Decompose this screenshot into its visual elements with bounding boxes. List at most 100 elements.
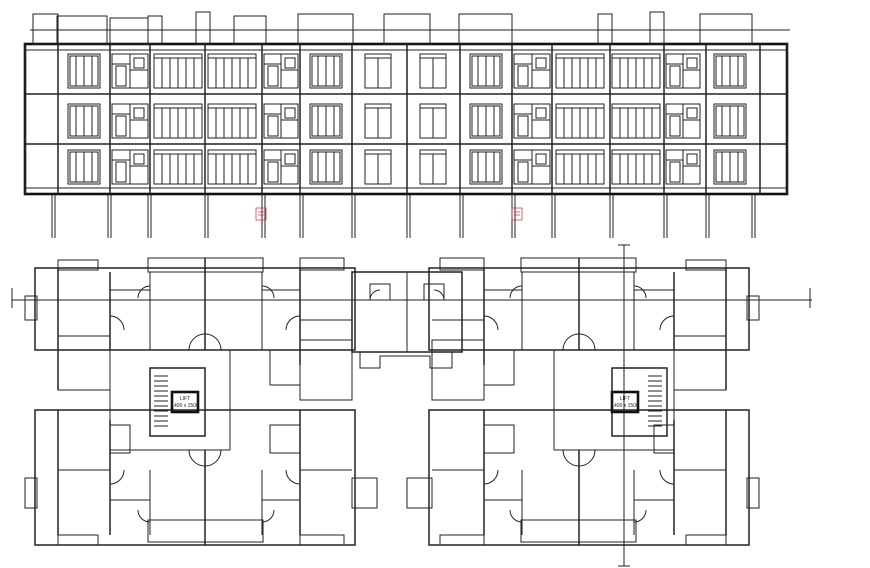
- door-swing: [633, 285, 647, 299]
- building-elevation: [23, 11, 790, 238]
- balcony: [299, 257, 345, 271]
- door-swing: [188, 333, 222, 351]
- window-frame: [469, 53, 503, 89]
- door-swing: [188, 449, 222, 467]
- elevation-bays: [24, 44, 788, 194]
- roof-structure: [109, 17, 149, 45]
- door-swing: [509, 285, 523, 299]
- apartment-unit-upper: [428, 267, 750, 351]
- window-frame: [309, 103, 343, 139]
- window-frame: [713, 149, 747, 185]
- lift-label-line2: 1400 x 1500: [171, 403, 199, 409]
- stair-treads: [648, 375, 662, 427]
- window-sash: [471, 151, 501, 183]
- door-swing: [633, 509, 647, 523]
- window-sash: [471, 105, 501, 137]
- window-sash: [311, 55, 341, 87]
- balcony: [299, 534, 345, 546]
- window-pane: [267, 161, 279, 183]
- window-frame: [469, 103, 503, 139]
- roof-structure: [195, 11, 211, 45]
- window-pane: [686, 107, 698, 119]
- apartment-unit-upper: [34, 267, 356, 351]
- window-sash: [715, 105, 745, 137]
- window-pane: [669, 161, 681, 183]
- lift-shaft: [610, 390, 640, 414]
- window-frame: [67, 103, 101, 139]
- room: [109, 424, 131, 454]
- door-swing: [109, 315, 125, 331]
- lift-label-line1: LIFT: [620, 396, 630, 402]
- lift-core-right: LIFT 1400 x 1500: [610, 367, 668, 437]
- window-frame: [713, 53, 747, 89]
- door-swing: [483, 315, 499, 331]
- room: [483, 349, 515, 386]
- door-swing: [659, 315, 675, 331]
- room: [673, 335, 727, 391]
- door-swing: [109, 469, 125, 485]
- door-swing: [562, 333, 596, 351]
- window-pane: [115, 161, 127, 183]
- window-sash: [311, 105, 341, 137]
- room: [431, 339, 485, 401]
- room: [483, 424, 515, 454]
- window-frame: [67, 149, 101, 185]
- room: [269, 424, 301, 454]
- door-swing: [261, 509, 275, 523]
- window-pane: [686, 153, 698, 165]
- door-swing: [285, 469, 301, 485]
- balcony: [746, 477, 760, 509]
- balcony: [24, 295, 38, 321]
- section-marker-left: [255, 207, 267, 221]
- lift-label-line2: 1400 x 1500: [611, 403, 639, 409]
- lift-shaft: [170, 390, 200, 414]
- window-pane: [517, 65, 529, 87]
- balcony: [685, 259, 727, 271]
- window-pane: [535, 153, 547, 165]
- balcony: [746, 295, 760, 321]
- balcony: [351, 477, 378, 509]
- lift-core-left: LIFT 1400 x 1500: [149, 367, 206, 437]
- balcony: [57, 259, 99, 271]
- window-sash: [311, 151, 341, 183]
- plan-wing-left: [24, 257, 378, 546]
- plan-connecting-corridor: [351, 271, 463, 369]
- door-swing: [261, 285, 275, 299]
- balcony: [24, 477, 38, 509]
- window-pane: [267, 115, 279, 137]
- lift-label-line1: LIFT: [180, 396, 190, 402]
- window-pane: [133, 57, 145, 69]
- window-frame: [713, 103, 747, 139]
- window-sash: [69, 151, 99, 183]
- roof-structure: [297, 13, 354, 45]
- window-pane: [517, 115, 529, 137]
- window-sash: [471, 55, 501, 87]
- window-pane: [535, 57, 547, 69]
- room: [299, 339, 353, 401]
- window-pane: [267, 65, 279, 87]
- balcony: [57, 534, 99, 546]
- roof-structure: [597, 13, 613, 45]
- roof-structure: [458, 13, 513, 45]
- window-pane: [284, 153, 296, 165]
- roof-structure: [699, 13, 753, 45]
- window-pane: [284, 57, 296, 69]
- roof-structure: [32, 13, 59, 45]
- window-frame: [309, 53, 343, 89]
- door-swing: [562, 449, 596, 467]
- window-pane: [669, 65, 681, 87]
- window-frame: [309, 149, 343, 185]
- door-swing: [137, 509, 151, 523]
- window-frame: [67, 53, 101, 89]
- room: [269, 349, 301, 386]
- floor-plan: LIFT 1400 x 1500 LIFT 1400 x 1500: [11, 244, 812, 567]
- roof-features: [30, 11, 790, 45]
- window-pane: [133, 107, 145, 119]
- room: [57, 335, 111, 391]
- window-pane: [686, 57, 698, 69]
- balcony: [439, 257, 485, 271]
- balcony: [685, 534, 727, 546]
- door-swing: [137, 285, 151, 299]
- room: [653, 424, 675, 454]
